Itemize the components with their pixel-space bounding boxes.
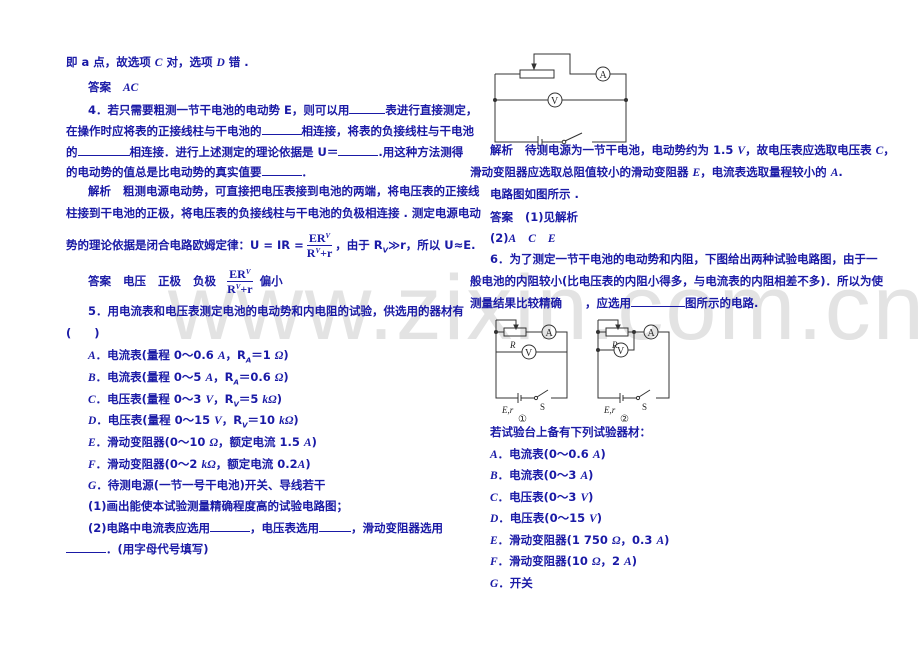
blank-q4-compare[interactable] <box>261 164 302 176</box>
question-4-line-2: 在操作时应将表的正接线柱与干电池的相连接，将表的负接线柱与干电池 <box>66 123 474 138</box>
question-4-line-4: 的电动势的值总是比电动势的真实值要． <box>66 164 313 179</box>
solution-continuation: 即 a 点，故选项 C 对，选项 D 错 . <box>66 55 249 69</box>
svg-text:V: V <box>617 346 625 357</box>
question-5-part-1: (1)画出能使本试验测量精确程度高的试验电路图； <box>88 499 349 513</box>
answer-q5-part-1: 答案 (1)见解析 <box>490 210 579 224</box>
svg-text:V: V <box>525 348 533 359</box>
blank-circuit-choice[interactable] <box>631 295 685 307</box>
equipment-g: G．开关 <box>490 576 533 590</box>
option-f: F．滑动变阻器(0～2 kΩ，额定电流 0.2A) <box>88 457 311 471</box>
equipment-d: D．电压表(0～15 V) <box>490 511 603 525</box>
circuit-diagram-2: A R V S E,r ② <box>596 319 670 422</box>
solution-label: 解析 <box>88 184 111 198</box>
question-5-part-2-end: ．(用字母代号填写) <box>66 541 209 556</box>
svg-text:A: A <box>648 328 656 339</box>
blank-rheostat-choice[interactable] <box>66 541 106 553</box>
right-column: 解析 待测电源为一节干电池，电动势约为 1.5 V，故电压表应选取电压表 C， … <box>470 0 920 651</box>
question-6-line-3: 测量结果比较精确 ，应选用图所示的电路. <box>470 295 759 310</box>
solution-5-line-1: 解析 待测电源为一节干电池，电动势约为 1.5 V，故电压表应选取电压表 C， <box>490 143 895 157</box>
question-5-part-2: (2)电路中电流表应选用，电压表选用，滑动变阻器选用 <box>88 520 444 535</box>
left-column: 即 a 点，故选项 C 对，选项 D 错 . 答案 AC 4．若只需要粗测一节干… <box>66 55 481 556</box>
blank-voltmeter-choice[interactable] <box>319 520 352 532</box>
question-4-line-3: 的相连接．进行上述测定的理论依据是 U＝.用这种方法测得 <box>66 144 464 159</box>
svg-text:②: ② <box>620 414 629 422</box>
svg-text:S: S <box>642 402 647 412</box>
question-5-paren: ( ) <box>66 326 100 340</box>
answer-label: 答案 <box>88 80 111 94</box>
answer-label: 答案 <box>88 274 111 288</box>
solution-4-line-2: 柱接到干电池的正极，将电压表的负接线柱与干电池的负极相连接 . 测定电源电动 <box>66 206 481 220</box>
option-c: C．电压表(量程 0～3 V，RV＝5 kΩ) <box>88 392 283 409</box>
option-a: A．电流表(量程 0～0.6 A，RA＝1 Ω) <box>88 348 289 365</box>
question-6-line-2: 般电池的内阻较小(比电压表的内阻小得多，与电流表的内阻相差不多)．所以为使 <box>470 274 884 288</box>
equipment-e: E．滑动变阻器(1 750 Ω，0.3 A) <box>490 533 670 547</box>
equipment-b: B．电流表(0～3 A) <box>490 468 594 482</box>
answer-q3: 答案 AC <box>88 80 138 95</box>
answer-q5-part-2: (2)A C E <box>490 231 556 245</box>
question-6-line-1: 6．为了测定一节干电池的电动势和内阻，下图给出两种试验电路图，由于一 <box>490 252 878 266</box>
blank-q4-formula[interactable] <box>338 144 379 156</box>
answer-value: AC <box>123 82 139 94</box>
option-b: B．电流表(量程 0～5 A，RA＝0.6 Ω) <box>88 370 289 387</box>
svg-text:R: R <box>509 340 516 350</box>
circuit-diagram-q5: A V <box>493 53 628 148</box>
svg-text:A: A <box>600 70 608 81</box>
option-g: G．待测电源(一节一号干电池)开关、导线若干 <box>88 478 326 492</box>
blank-q4-meter[interactable] <box>349 102 386 114</box>
solution-5-line-2: 滑动变阻器应选取总阻值较小的滑动变阻器 E，电流表选取量程较小的 A. <box>470 165 843 179</box>
answer-paren[interactable]: ( ) <box>66 326 100 340</box>
equipment-intro: 若试验台上备有下列试验器材： <box>490 425 651 439</box>
svg-text:V: V <box>551 96 559 107</box>
solution-4-line-1: 解析 粗测电源电动势，可直接把电压表接到电池的两端，将电压表的正接线 <box>88 184 480 198</box>
svg-text:A: A <box>546 328 554 339</box>
question-5-line-1: 5．用电流表和电压表测定电池的电动势和内电阻的试验，供选用的器材有 <box>88 304 464 318</box>
equipment-a: A．电流表(0～0.6 A) <box>490 447 606 461</box>
solution-label: 解析 <box>490 143 513 157</box>
question-4-line-1: 4．若只需要粗测一节干电池的电动势 E，则可以用表进行直接测定， <box>88 102 478 117</box>
svg-text:R: R <box>611 340 618 350</box>
equipment-c: C．电压表(0～3 V) <box>490 490 594 504</box>
watermark: www.zixin.com.cn <box>168 257 920 359</box>
option-d: D．电压表(量程 0～15 V，RV＝10 kΩ) <box>88 413 299 430</box>
blank-ammeter-choice[interactable] <box>210 520 251 532</box>
svg-text:S: S <box>540 402 545 412</box>
answer-label: 答案 <box>490 210 513 224</box>
option-e: E．滑动变阻器(0～10 Ω，额定电流 1.5 A) <box>88 435 317 449</box>
blank-q4-negative[interactable] <box>77 144 130 156</box>
solution-5-line-3: 电路图如图所示 . <box>490 187 579 201</box>
equipment-f: F．滑动变阻器(10 Ω，2 A) <box>490 554 637 568</box>
svg-text:①: ① <box>518 414 527 422</box>
blank-q4-positive[interactable] <box>261 123 302 135</box>
svg-text:E,r: E,r <box>501 405 514 415</box>
svg-text:E,r: E,r <box>603 405 616 415</box>
circuit-diagram-1: A R V S E,r ① <box>494 319 568 422</box>
